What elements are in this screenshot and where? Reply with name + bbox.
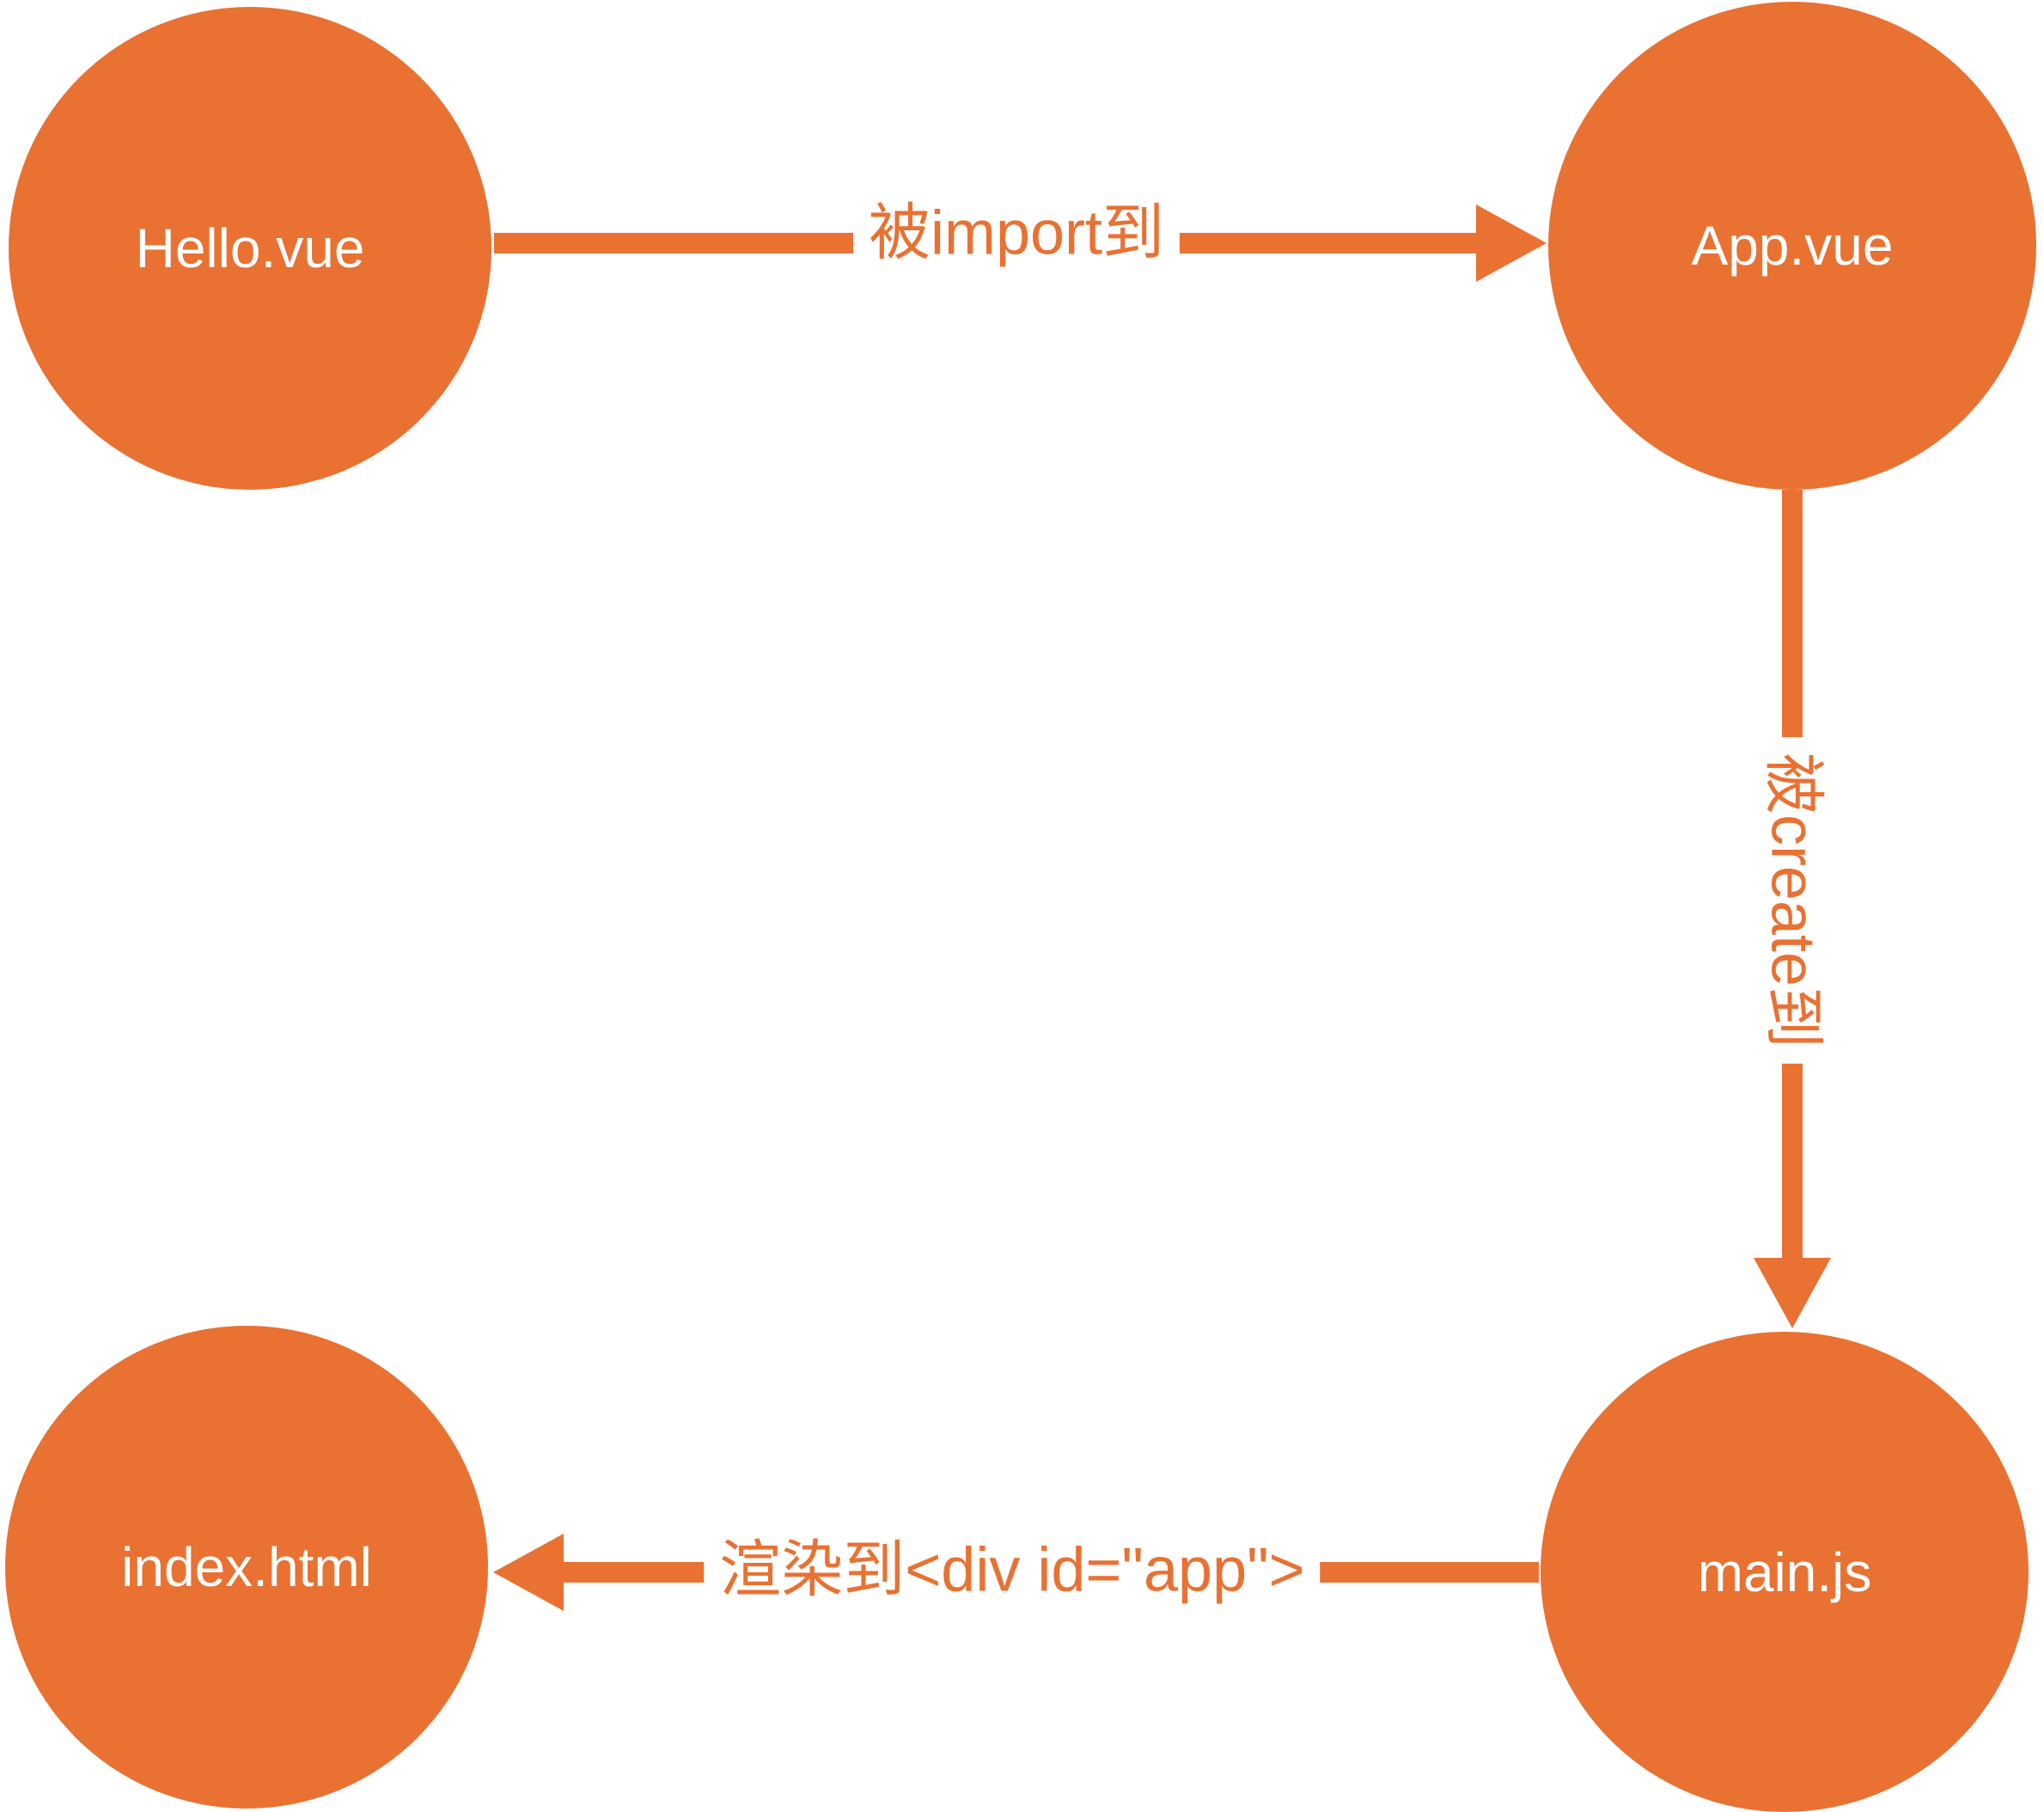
arrowhead-down-icon bbox=[1754, 1258, 1831, 1328]
edge-label-import: 被import到 bbox=[852, 198, 1181, 270]
node-app-vue-label: App.vue bbox=[1691, 215, 1894, 277]
node-index-html-label: index.html bbox=[121, 1536, 372, 1598]
arrowhead-right-icon bbox=[1476, 204, 1547, 282]
edge-label-render: 渲染到<div id="app"> bbox=[704, 1534, 1321, 1607]
node-index-html: index.html bbox=[5, 1326, 488, 1809]
edge-label-create: 被create到 bbox=[1756, 736, 1828, 1065]
node-hello-vue-label: Hello.vue bbox=[135, 217, 365, 279]
node-main-js: main.js bbox=[1541, 1332, 2029, 1812]
node-app-vue: App.vue bbox=[1548, 2, 2036, 490]
node-hello-vue: Hello.vue bbox=[9, 7, 491, 490]
node-main-js-label: main.js bbox=[1697, 1541, 1872, 1603]
arrowhead-left-icon bbox=[493, 1534, 564, 1611]
